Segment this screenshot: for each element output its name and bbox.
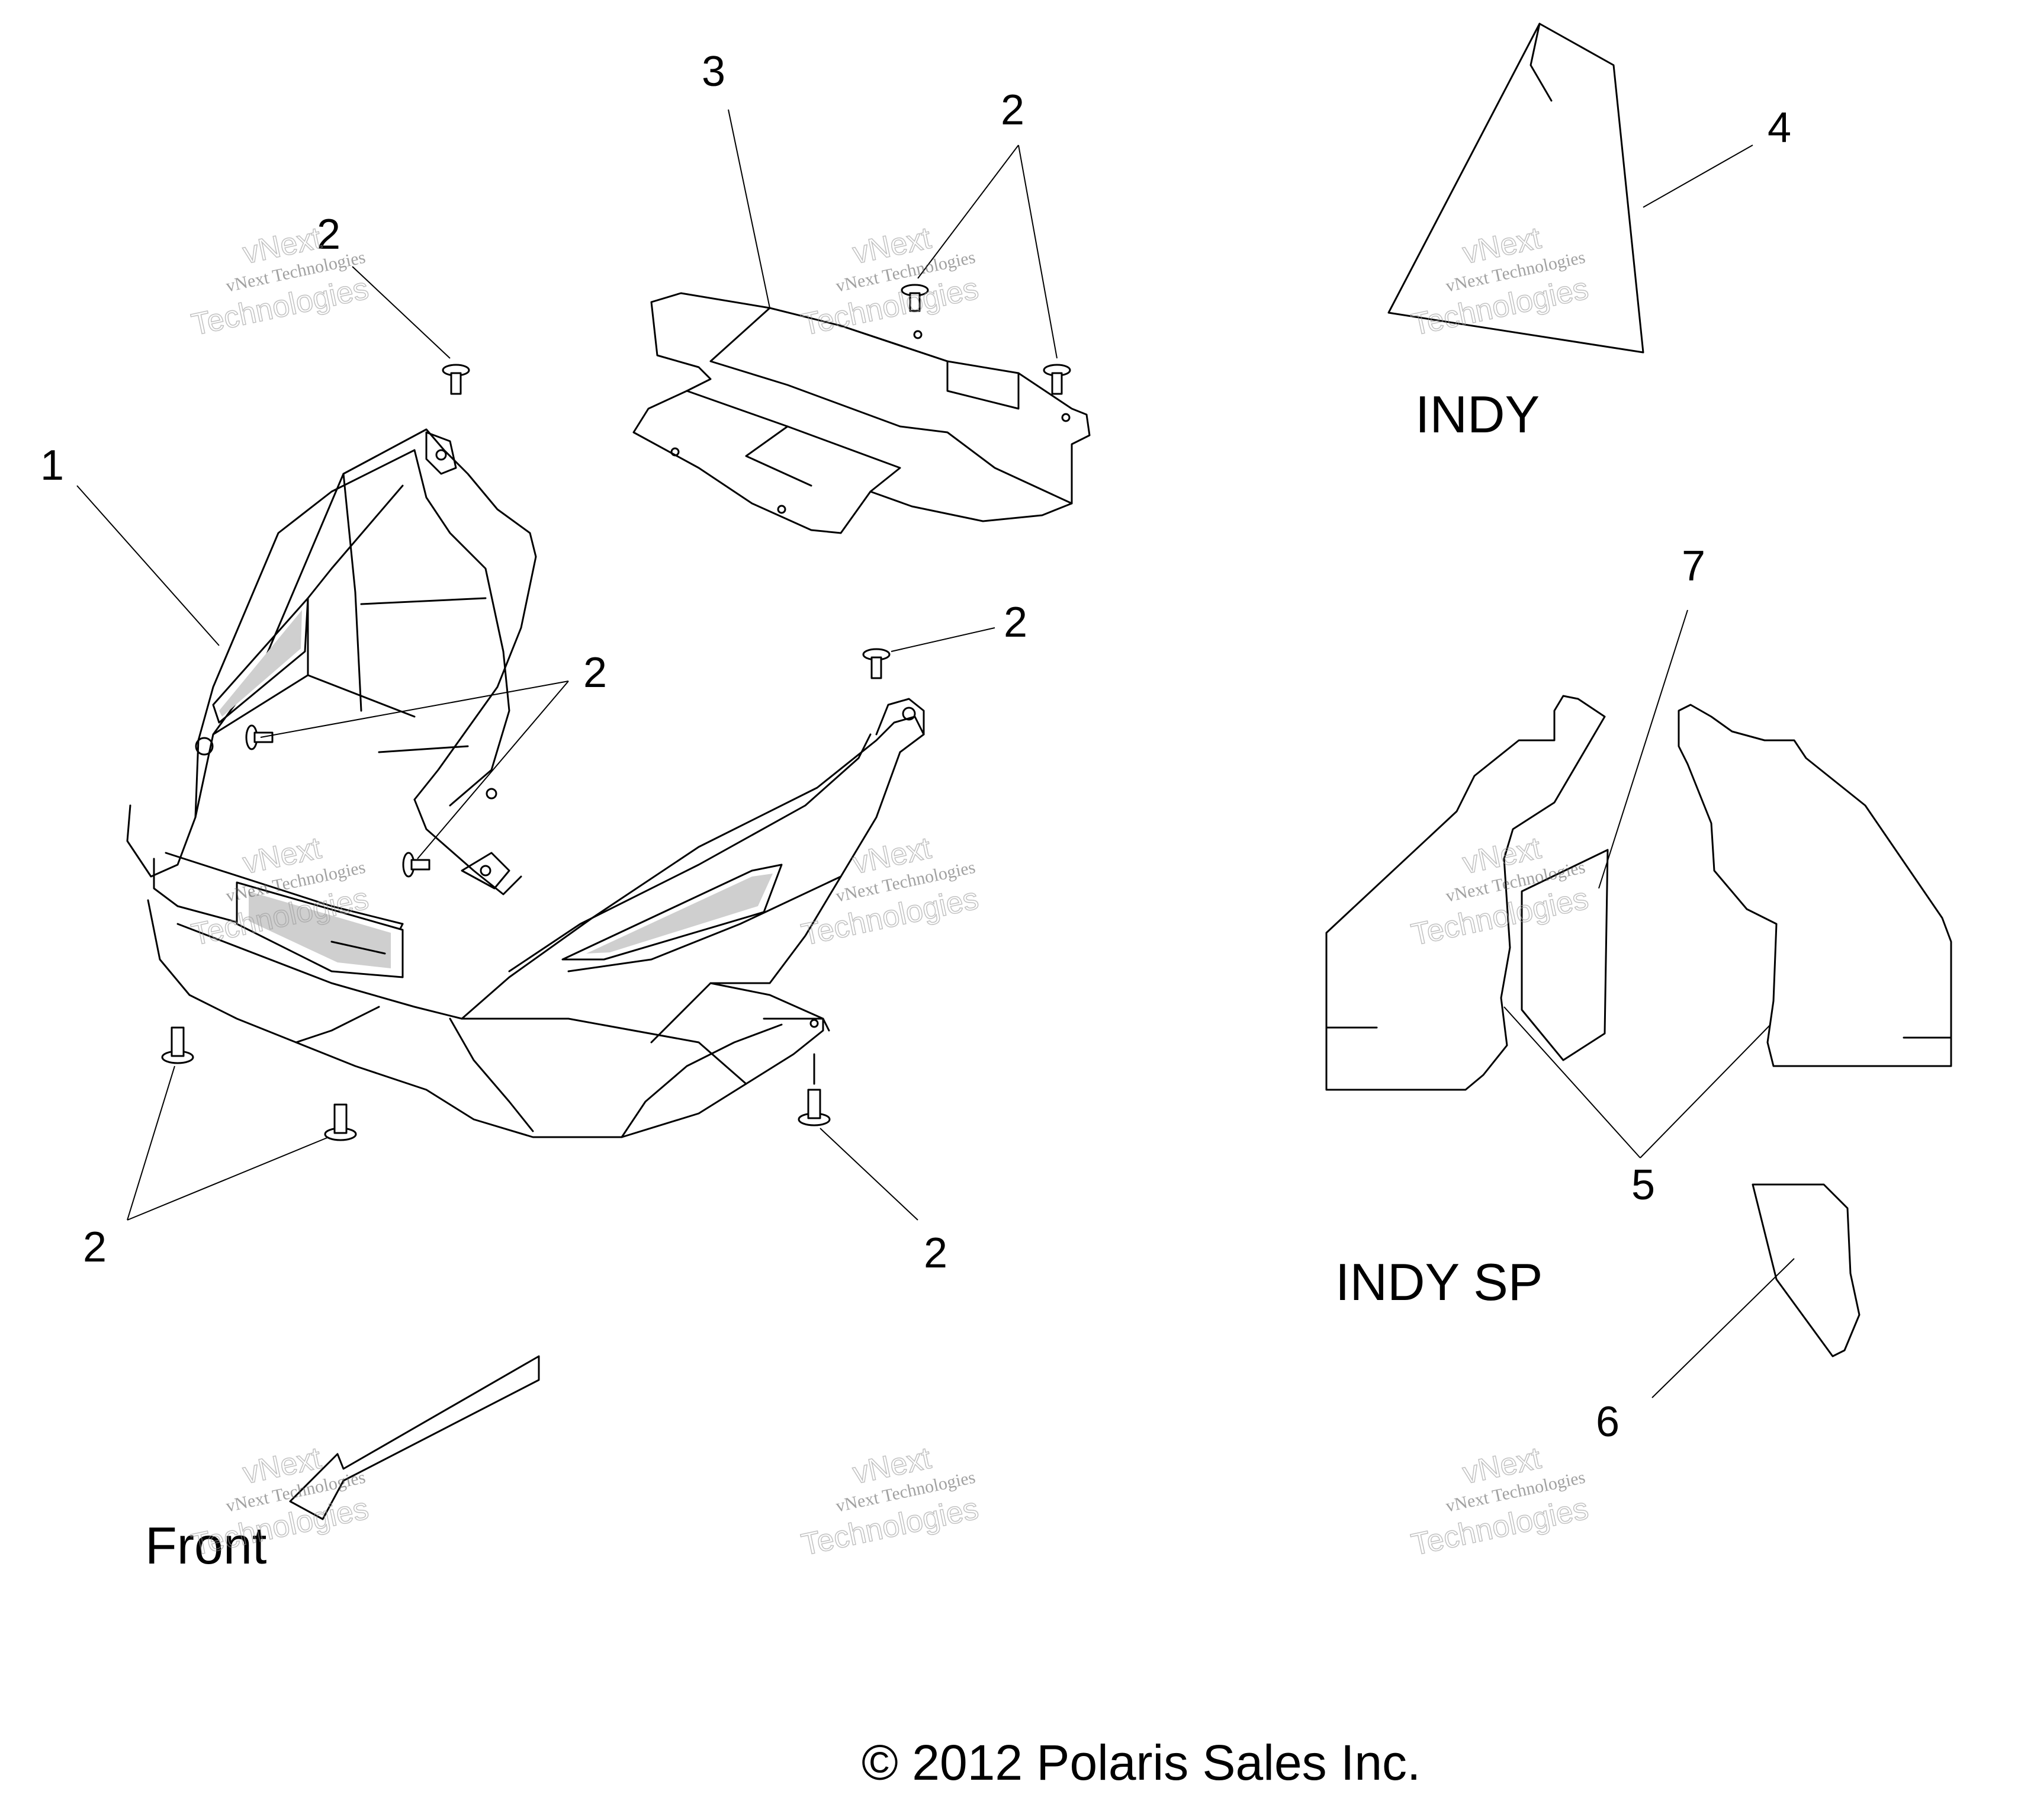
fastener-bottom-left-1 — [161, 1026, 194, 1064]
fastener-inner-right — [402, 852, 430, 878]
callout-5: 5 — [1631, 1161, 1655, 1209]
callout-2-bottom-left: 2 — [83, 1224, 107, 1271]
callout-2-plate: 2 — [1001, 86, 1024, 134]
label-indy: INDY — [1415, 385, 1540, 444]
part-3-plate — [632, 292, 1091, 534]
callout-2-inner: 2 — [583, 649, 607, 696]
watermark: vNext vNext Technologies Technologies — [1408, 1440, 1592, 1563]
callout-4: 4 — [1768, 104, 1791, 152]
label-indy-sp: INDY SP — [1335, 1253, 1543, 1311]
fastener-bottom-left-2 — [324, 1103, 357, 1141]
watermark: vNext vNext Technologies Technologies — [1408, 220, 1592, 343]
fastener-bottom-right — [798, 1053, 831, 1126]
callout-2-right-upper: 2 — [1004, 599, 1027, 646]
front-arrow — [289, 1355, 540, 1520]
leader-lines — [76, 109, 1795, 1398]
callout-2-bottom-right: 2 — [924, 1230, 947, 1277]
watermark-grid: vNext vNext Technologies Technologies vN… — [188, 220, 1592, 1563]
watermark: vNext vNext Technologies Technologies — [188, 1440, 372, 1563]
fastener-right-upper — [862, 648, 891, 679]
callout-numbers: 1 2 3 2 4 2 2 2 2 7 5 6 — [40, 48, 1791, 1446]
part-5-decal-left — [1325, 695, 1606, 1091]
fastener-inner-left — [245, 724, 274, 750]
copyright-notice: © 2012 Polaris Sales Inc. — [862, 1735, 1421, 1790]
watermark: vNext vNext Technologies Technologies — [798, 1440, 982, 1563]
callout-6: 6 — [1596, 1398, 1620, 1446]
callout-2-top-left: 2 — [317, 211, 340, 258]
fastener-plate-right — [1043, 364, 1071, 395]
part-6-decal — [1752, 1183, 1861, 1357]
watermark: vNext vNext Technologies Technologies — [798, 220, 982, 343]
callout-1: 1 — [40, 442, 64, 489]
part-7-decal — [1521, 849, 1609, 1061]
label-front: Front — [145, 1516, 266, 1575]
part-4-decal — [1387, 23, 1644, 354]
callout-3: 3 — [702, 48, 725, 95]
part-1-nose-pan — [126, 428, 925, 1138]
fastener-set — [161, 284, 1071, 1141]
fastener-top-left — [442, 364, 470, 395]
callout-7: 7 — [1682, 543, 1705, 590]
part-5-decal-right — [1678, 704, 1952, 1067]
fastener-plate-left — [901, 284, 929, 312]
watermark: vNext vNext Technologies Technologies — [188, 220, 372, 343]
watermark: vNext vNext Technologies Technologies — [1408, 830, 1592, 953]
